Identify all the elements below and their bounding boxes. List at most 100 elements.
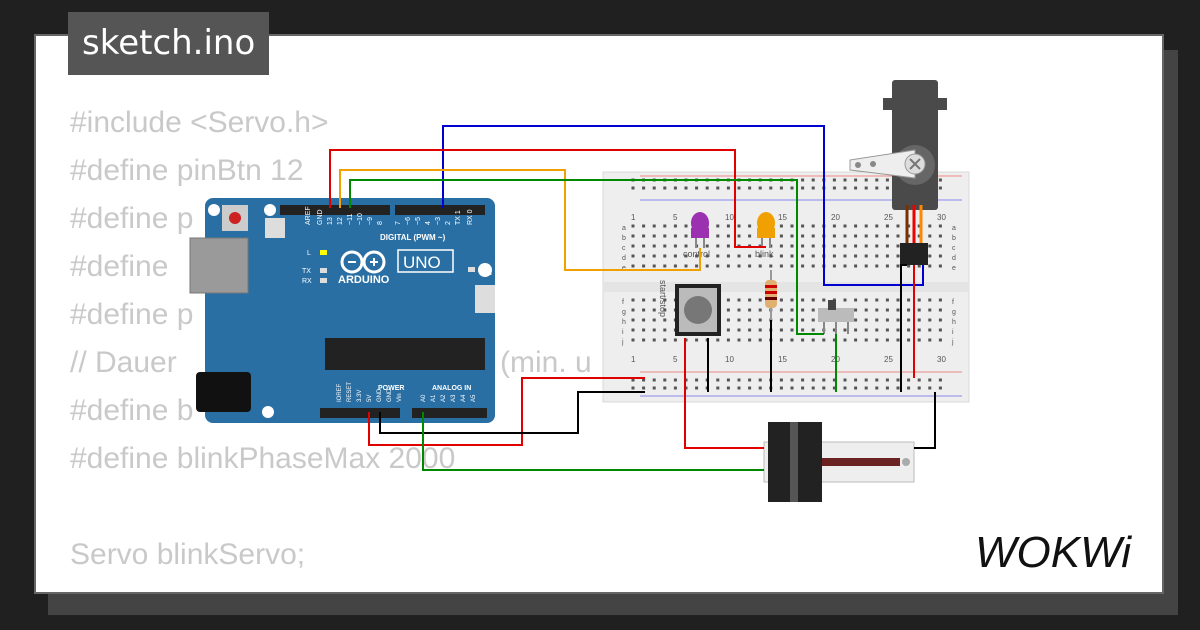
bb-hole xyxy=(864,186,868,190)
bb-hole xyxy=(695,378,699,382)
servo-motor[interactable] xyxy=(849,80,947,265)
bb-hole xyxy=(917,264,921,268)
arduino-uno-board[interactable]: AREF GND 13 12 ~11 ~10 ~9 8 7 ~6 ~5 4 ~3… xyxy=(189,198,495,423)
bb-row-label: f xyxy=(952,299,954,306)
led-blink-label: blink xyxy=(755,249,774,259)
pushbutton[interactable]: start/stop xyxy=(658,280,721,336)
bb-col-label: 5 xyxy=(673,213,678,222)
bb-hole xyxy=(928,264,932,268)
bb-hole xyxy=(801,234,805,238)
pin-label: 12 xyxy=(337,217,344,225)
bb-hole xyxy=(779,338,783,342)
bb-hole xyxy=(896,318,900,322)
pin-label: TX 1 xyxy=(455,210,462,225)
bb-hole xyxy=(907,264,911,268)
bb-hole xyxy=(875,234,879,238)
bb-hole xyxy=(716,244,720,248)
pin-label: A1 xyxy=(431,394,437,402)
bb-hole xyxy=(928,378,932,382)
bb-hole xyxy=(663,338,667,342)
breadboard[interactable]: 1 5 10 15 20 25 30 1 5 10 15 20 25 30 a … xyxy=(602,171,970,403)
code-line: // Dauer xyxy=(70,346,177,379)
bb-hole xyxy=(673,254,677,258)
bb-hole xyxy=(854,308,858,312)
bb-hole xyxy=(843,178,847,182)
bb-hole xyxy=(779,386,783,390)
bb-hole xyxy=(758,254,762,258)
power-label: POWER xyxy=(378,385,404,392)
mounting-hole xyxy=(208,204,220,216)
slide-switch[interactable] xyxy=(818,300,854,334)
bb-hole xyxy=(631,338,635,342)
bb-hole xyxy=(695,338,699,342)
bb-hole xyxy=(673,224,677,228)
bb-hole xyxy=(801,298,805,302)
bb-hole xyxy=(875,386,879,390)
bb-hole xyxy=(907,308,911,312)
bb-hole xyxy=(896,386,900,390)
pin-label: ~3 xyxy=(435,217,442,225)
bb-row-label: b xyxy=(952,235,956,242)
wire-orange xyxy=(339,169,701,271)
pin-label: GND xyxy=(387,388,393,402)
bb-hole xyxy=(864,178,868,182)
wire-black-pot xyxy=(914,392,936,449)
bb-row-label: h xyxy=(622,319,626,326)
led-blink[interactable]: blink xyxy=(755,212,775,259)
bb-hole xyxy=(917,386,921,390)
bb-hole xyxy=(790,318,794,322)
pin-label: A5 xyxy=(471,394,477,402)
bb-hole xyxy=(631,308,635,312)
bb-hole xyxy=(790,298,794,302)
pin-label: 4 xyxy=(425,221,432,225)
bb-hole xyxy=(938,224,942,228)
reset-button-cap xyxy=(229,212,241,224)
bb-hole xyxy=(726,186,730,190)
bb-hole xyxy=(843,328,847,332)
led-control[interactable]: control xyxy=(683,212,710,259)
digital-label: DIGITAL (PWM ~) xyxy=(380,233,446,242)
slide-potentiometer[interactable] xyxy=(763,422,915,502)
on-led xyxy=(468,267,475,272)
bb-hole xyxy=(864,308,868,312)
bb-hole xyxy=(779,186,783,190)
bb-hole xyxy=(885,234,889,238)
bb-hole xyxy=(854,318,858,322)
resistor[interactable] xyxy=(765,270,777,320)
bb-hole xyxy=(928,328,932,332)
bb-hole xyxy=(907,338,911,342)
bb-hole xyxy=(832,338,836,342)
bb-hole xyxy=(875,244,879,248)
on-label: ON xyxy=(480,268,492,277)
power-header xyxy=(320,408,400,418)
pin-label: 3.3V xyxy=(357,390,363,402)
bb-hole xyxy=(938,264,942,268)
bb-hole xyxy=(896,378,900,382)
bb-hole xyxy=(896,308,900,312)
bb-hole xyxy=(885,328,889,332)
bb-hole xyxy=(938,338,942,342)
icsp-header xyxy=(475,285,495,313)
bb-hole xyxy=(801,244,805,248)
bb-hole xyxy=(790,224,794,228)
bb-hole xyxy=(854,186,858,190)
bb-hole xyxy=(896,338,900,342)
bb-hole xyxy=(642,386,646,390)
bb-hole xyxy=(928,338,932,342)
bb-hole xyxy=(938,386,942,390)
bb-row-label: e xyxy=(622,265,626,272)
bb-hole xyxy=(801,186,805,190)
bb-hole xyxy=(928,244,932,248)
bb-hole xyxy=(716,264,720,268)
bb-hole xyxy=(928,298,932,302)
bb-hole xyxy=(663,308,667,312)
mounting-hole xyxy=(264,204,276,216)
bb-hole xyxy=(864,244,868,248)
bb-hole xyxy=(779,298,783,302)
bb-hole xyxy=(673,338,677,342)
bb-hole xyxy=(822,386,826,390)
bb-hole xyxy=(726,328,730,332)
bb-col-label: 15 xyxy=(778,213,787,222)
l-led-label: L xyxy=(307,250,311,257)
bb-hole xyxy=(811,308,815,312)
